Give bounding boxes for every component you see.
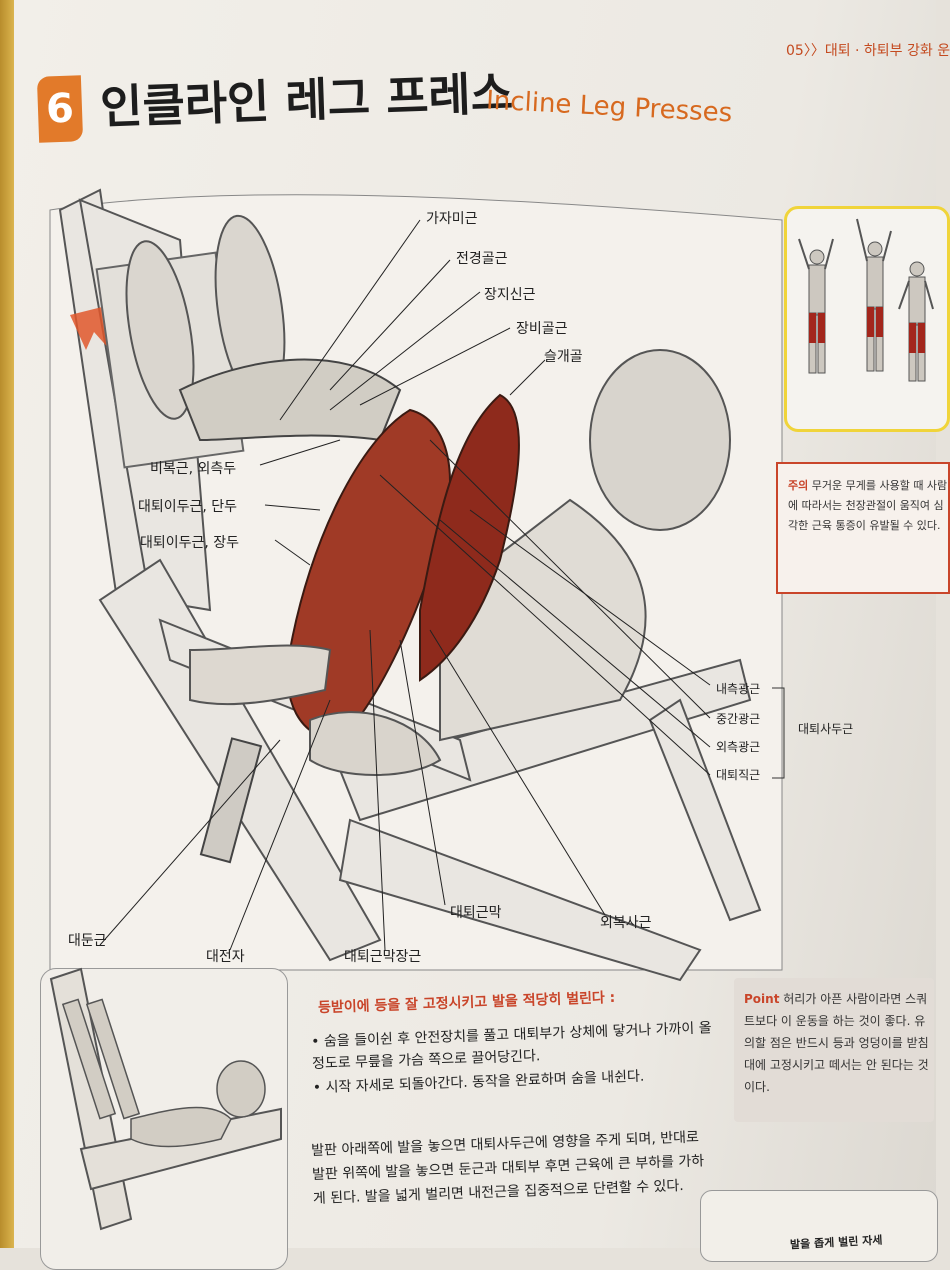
label-daetoe-dandu: 대퇴이두근, 단두 [138,499,238,515]
label-daejeonja: 대전자 [206,949,245,965]
secondary-illustration [49,967,282,1231]
caution-box: 주의 무거운 무게를 사용할 때 사람에 따라서는 천장관절이 움직여 심각한 … [776,462,950,594]
label-daetoesadugeun: 대퇴사두근 [798,722,854,736]
label-daedungeun: 대둔근 [68,933,107,949]
caution-text: 주의 무거운 무게를 사용할 때 사람에 따라서는 천장관절이 움직여 심각한 … [788,476,948,536]
instruction-list: • 숨을 들이쉰 후 안전장치를 풀고 대퇴부가 상체에 닿거나 가까이 올 정… [311,1017,723,1101]
muscle-figures [798,218,934,382]
label-jangbigolgeun: 장비골근 [516,321,568,337]
label-oecheukgwanggeun: 외측광근 [716,740,761,754]
secondary-illustration-card [40,967,288,1270]
quadriceps-bracket [772,687,785,779]
label-oeboksageun: 외복사근 [600,915,652,931]
label-seulgaegol: 슬개골 [544,349,583,365]
head [589,349,731,531]
label-bibokgeun: 비복근, 외측두 [150,461,237,477]
label-daetoegeunmak: 대퇴근막 [450,905,502,921]
caution-body: 무거운 무게를 사용할 때 사람에 따라서는 천장관절이 움직여 심각한 근육 … [788,479,948,532]
shin-muscles [178,358,402,442]
main-illustration [49,188,783,982]
point-body: 허리가 아픈 사람이라면 스쿼트보다 이 운동을 하는 것이 좋다. 유의할 점… [744,992,929,1094]
label-naecheukgwanggeun: 내측광근 [716,682,761,696]
thigh-muscles-right [419,393,520,682]
label-gajamigun: 가자미근 [426,211,478,227]
label-jungganggwanggeun: 중간광근 [716,712,761,726]
caution-title: 주의 [788,479,809,492]
point-text: Point 허리가 아픈 사람이라면 스쿼트보다 이 운동을 하는 것이 좋다.… [744,988,932,1098]
muscle-figure-inset [784,206,950,432]
instruction-paragraph: 발판 아래쪽에 발을 놓으면 대퇴사두근에 영향을 주게 되며, 반대로 발판 … [311,1129,705,1207]
chapter-header: 05〉〉대퇴 · 하퇴부 강화 운 [786,43,950,59]
point-title: Point [744,992,780,1006]
leg-press-machine [58,188,762,982]
label-jeongyeonggolgeun: 전경골근 [456,251,508,267]
label-daetoejikgeun: 대퇴직근 [716,768,761,782]
label-daetoe-jangdu: 대퇴이두근, 장두 [140,535,240,551]
point-box: Point 허리가 아픈 사람이라면 스쿼트보다 이 운동을 하는 것이 좋다.… [734,978,934,1122]
exercise-number-badge: 6 [36,75,84,143]
label-daetoegeunmakjanggeun: 대퇴근막장근 [344,949,422,965]
foot-position-card [700,1190,938,1262]
label-jangjisingeun: 장지신근 [484,287,536,303]
arm [189,644,332,706]
